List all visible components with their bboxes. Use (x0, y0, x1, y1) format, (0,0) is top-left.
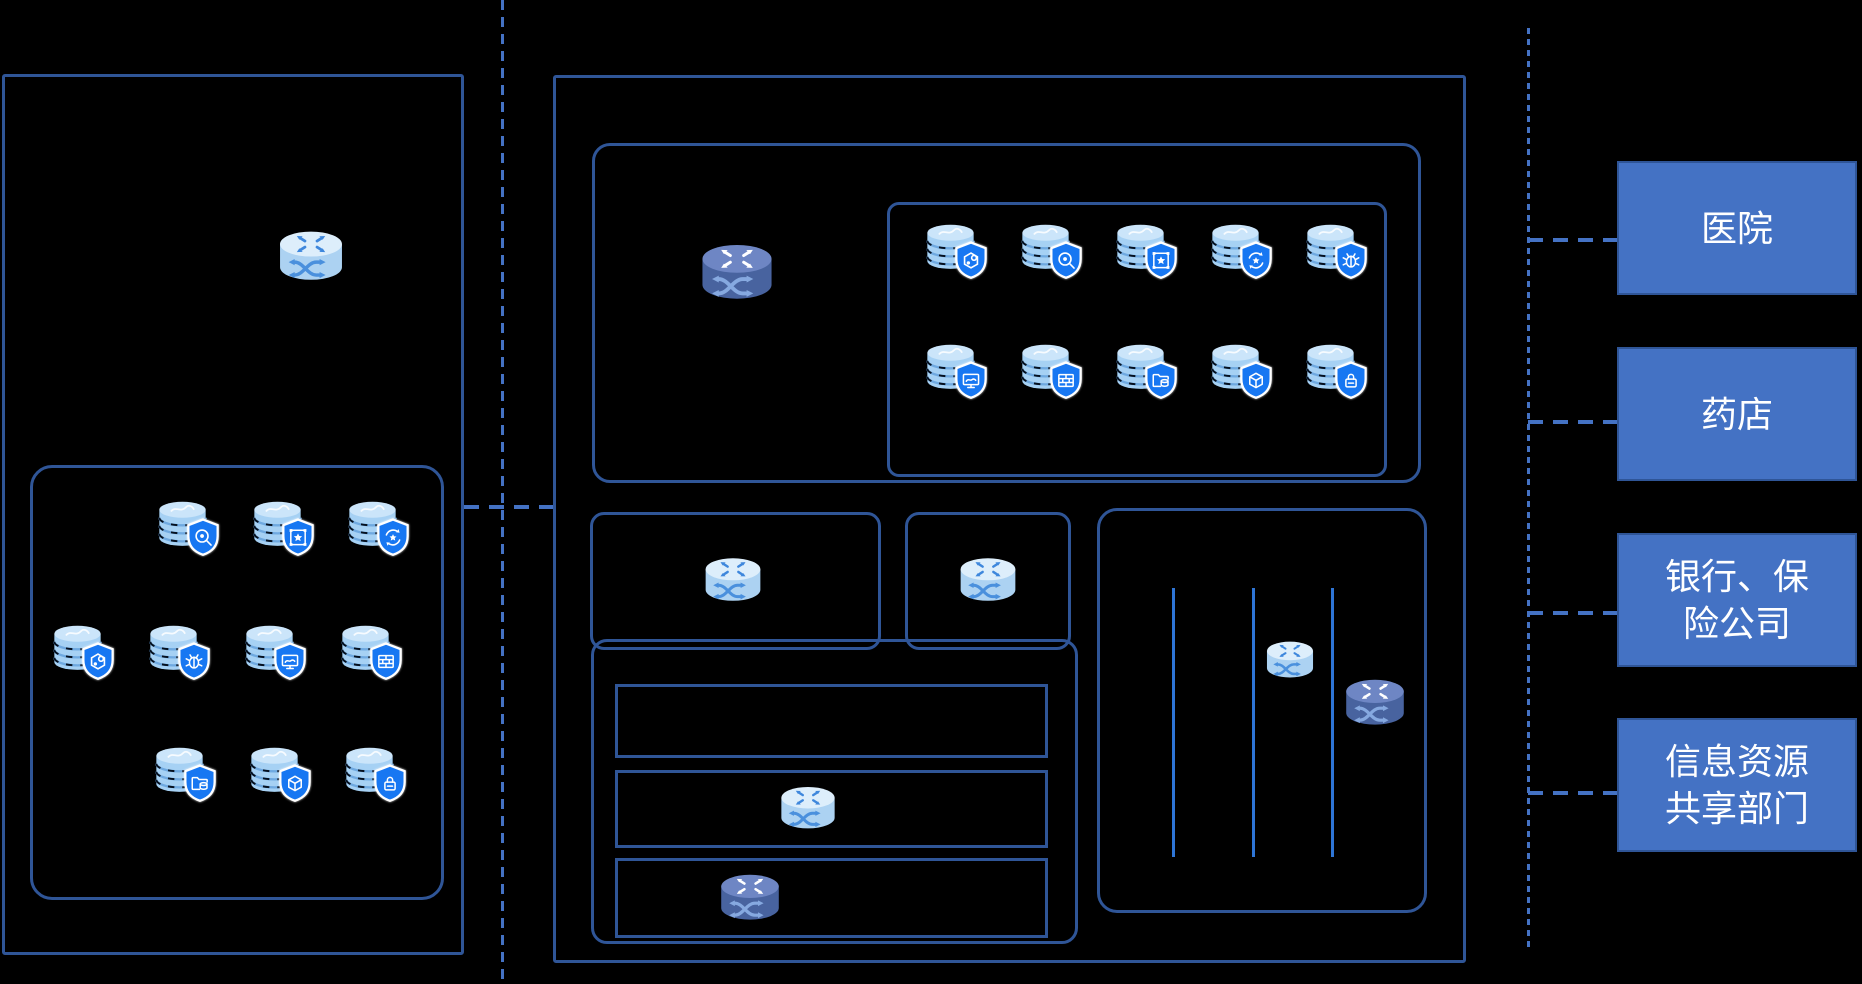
gateway-switch-icon (1258, 633, 1322, 687)
database-with-scan-shield-icon (1017, 222, 1083, 279)
database-with-folder-db-shield-icon (151, 745, 217, 802)
database-with-lock-shield-icon (341, 745, 407, 802)
gateway-zone-box (1097, 508, 1427, 913)
left-center-dashed-connector (464, 505, 553, 509)
database-with-grid-shield-icon (337, 623, 403, 680)
database-with-folder-db-shield-icon (1112, 342, 1178, 399)
left-panel (2, 74, 464, 955)
shield-lock-icon (1335, 361, 1367, 399)
shield-scan-icon (1050, 241, 1082, 279)
database-with-grid-shield-icon (1017, 342, 1083, 399)
shield-monitor-icon (274, 642, 306, 680)
box-b-switch-icon (950, 548, 1026, 612)
layer-bar-1 (615, 684, 1048, 758)
database-with-star-frame-shield-icon (1112, 222, 1178, 279)
connector-pharmacy (1528, 420, 1617, 424)
connector-info-sharing (1528, 791, 1617, 795)
left-dashed-divider (501, 0, 504, 984)
shield-bug-icon (1335, 241, 1367, 279)
gateway-divider-line (1252, 588, 1255, 857)
database-with-molecule-shield-icon (922, 222, 988, 279)
link-label-line: 医院 (1700, 207, 1773, 249)
shield-molecule-icon (955, 241, 987, 279)
center-top-box (592, 143, 1421, 483)
database-with-star-frame-shield-icon (249, 499, 315, 556)
shield-bug-icon (178, 642, 210, 680)
link-label-line: 银行、保 (1664, 556, 1809, 597)
gateway-divider-line (1172, 588, 1175, 857)
exchange-database-group-box (887, 202, 1387, 477)
box-a-switch-icon (695, 548, 771, 612)
shield-cube-icon (1240, 361, 1272, 399)
database-with-lock-shield-icon (1302, 342, 1368, 399)
database-with-monitor-shield-icon (922, 342, 988, 399)
database-with-bug-shield-icon (1302, 222, 1368, 279)
layer-bar-3 (615, 858, 1048, 938)
pharmacy-label-box: 药店 (1617, 347, 1857, 481)
shield-monitor-icon (955, 361, 987, 399)
database-with-star-sync-shield-icon (344, 499, 410, 556)
layer-bar-3-switch-icon (710, 864, 790, 931)
gateway-divider-line (1331, 588, 1334, 857)
icon-row (154, 499, 410, 556)
shield-molecule-icon (82, 642, 114, 680)
database-with-molecule-shield-icon (49, 623, 115, 680)
left-panel-icon-grid (30, 465, 444, 900)
gateway-dark-switch-icon (1335, 669, 1415, 736)
link-label-line: 药店 (1700, 393, 1773, 435)
connector-hospital (1528, 238, 1617, 242)
database-with-bug-shield-icon (145, 623, 211, 680)
database-with-star-sync-shield-icon (1207, 222, 1273, 279)
shield-star-sync-icon (377, 518, 409, 556)
shield-star-frame-icon (282, 518, 314, 556)
shield-cube-icon (279, 764, 311, 802)
shield-folder-db-icon (1145, 361, 1177, 399)
bottom-layer-box (591, 639, 1078, 944)
link-label-line: 共享部门 (1664, 788, 1809, 829)
icon-row (49, 623, 403, 680)
database-with-cube-shield-icon (1207, 342, 1273, 399)
bank-insurance-label-box: 银行、保险公司 (1617, 533, 1857, 667)
database-with-monitor-shield-icon (241, 623, 307, 680)
shield-star-sync-icon (1240, 241, 1272, 279)
connector-bank (1528, 611, 1617, 615)
shield-scan-icon (187, 518, 219, 556)
left-panel-database-group-box (30, 465, 444, 900)
link-label-line: 信息资源 (1664, 741, 1809, 782)
database-with-scan-shield-icon (154, 499, 220, 556)
info-sharing-label-box: 信息资源共享部门 (1617, 718, 1857, 852)
center-panel (553, 75, 1466, 963)
right-dashed-divider (1527, 28, 1530, 950)
layer-bar-2 (615, 770, 1048, 848)
exchange-icon-grid (887, 202, 1387, 477)
link-label-line: 险公司 (1682, 603, 1791, 644)
hospital-label-box: 医院 (1617, 161, 1857, 295)
shield-lock-icon (374, 764, 406, 802)
shield-grid-icon (370, 642, 402, 680)
database-with-cube-shield-icon (246, 745, 312, 802)
icon-row (151, 745, 407, 802)
shield-grid-icon (1050, 361, 1082, 399)
center-switch-box-a (590, 512, 881, 650)
icon-row (922, 222, 1368, 279)
icon-row (922, 342, 1368, 399)
shield-folder-db-icon (184, 764, 216, 802)
left-panel-switch-icon (268, 220, 354, 292)
shield-star-frame-icon (1145, 241, 1177, 279)
center-switch-box-b (905, 512, 1071, 650)
core-switch-icon (689, 232, 785, 313)
layer-bar-2-switch-icon (771, 777, 845, 839)
